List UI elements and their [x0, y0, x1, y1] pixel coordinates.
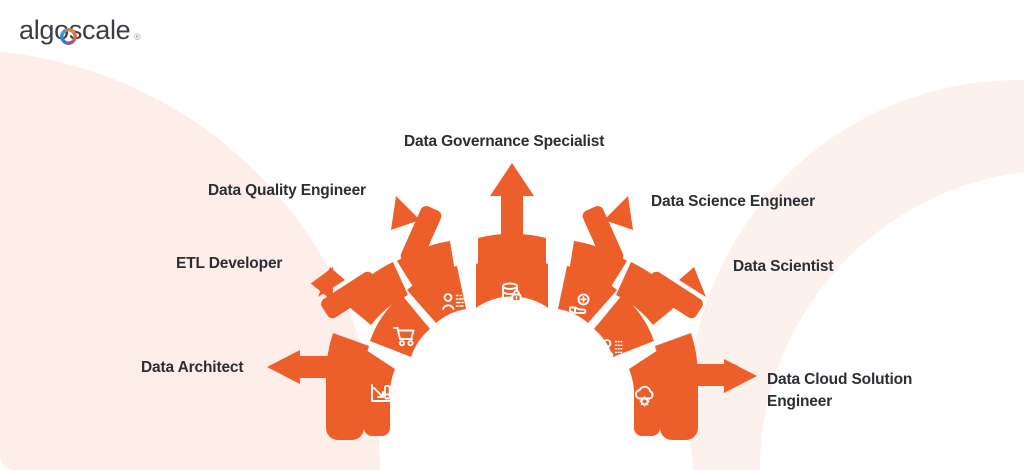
arrow-data-cloud-solution-engineer [655, 333, 757, 440]
role-label-data-governance-specialist: Data Governance Specialist [404, 133, 605, 150]
role-label-etl-developer: ETL Developer [176, 255, 283, 272]
database-lock-icon [502, 282, 522, 302]
cloud-gear-icon [635, 385, 654, 407]
arrow-etl-developer [310, 262, 408, 325]
chart-pencil-icon [371, 384, 391, 402]
shopping-cart-icon [393, 327, 415, 347]
arrow-data-scientist [616, 262, 706, 325]
user-binary-icon [601, 339, 623, 356]
segment-data-architect [363, 350, 395, 436]
segment-etl-developer [370, 295, 430, 357]
logo-ring-icon [60, 27, 77, 45]
segment-data-cloud-solution-engineer [629, 350, 661, 436]
role-label-data-scientist: Data Scientist [733, 258, 834, 275]
arrow-data-governance-specialist [478, 163, 546, 274]
segment-data-science-engineer [558, 266, 617, 323]
hand-plus-icon [569, 293, 590, 314]
segment-data-quality-engineer [407, 266, 466, 323]
registered-mark: ® [134, 32, 141, 42]
arrow-data-quality-engineer [391, 196, 456, 293]
role-label-data-cloud-solution-engineer: Data Cloud Solution Engineer [767, 371, 913, 411]
brand-logo[interactable]: algoscale ® [19, 17, 141, 45]
user-data-icon [442, 293, 464, 310]
role-label-data-architect: Data Architect [141, 359, 244, 376]
role-label-data-science-engineer: Data Science Engineer [651, 193, 815, 210]
pink-crescent-cutout [760, 170, 1024, 470]
role-label-data-quality-engineer: Data Quality Engineer [208, 182, 366, 199]
arrow-data-architect [267, 333, 369, 440]
pink-blob-left [0, 50, 380, 470]
